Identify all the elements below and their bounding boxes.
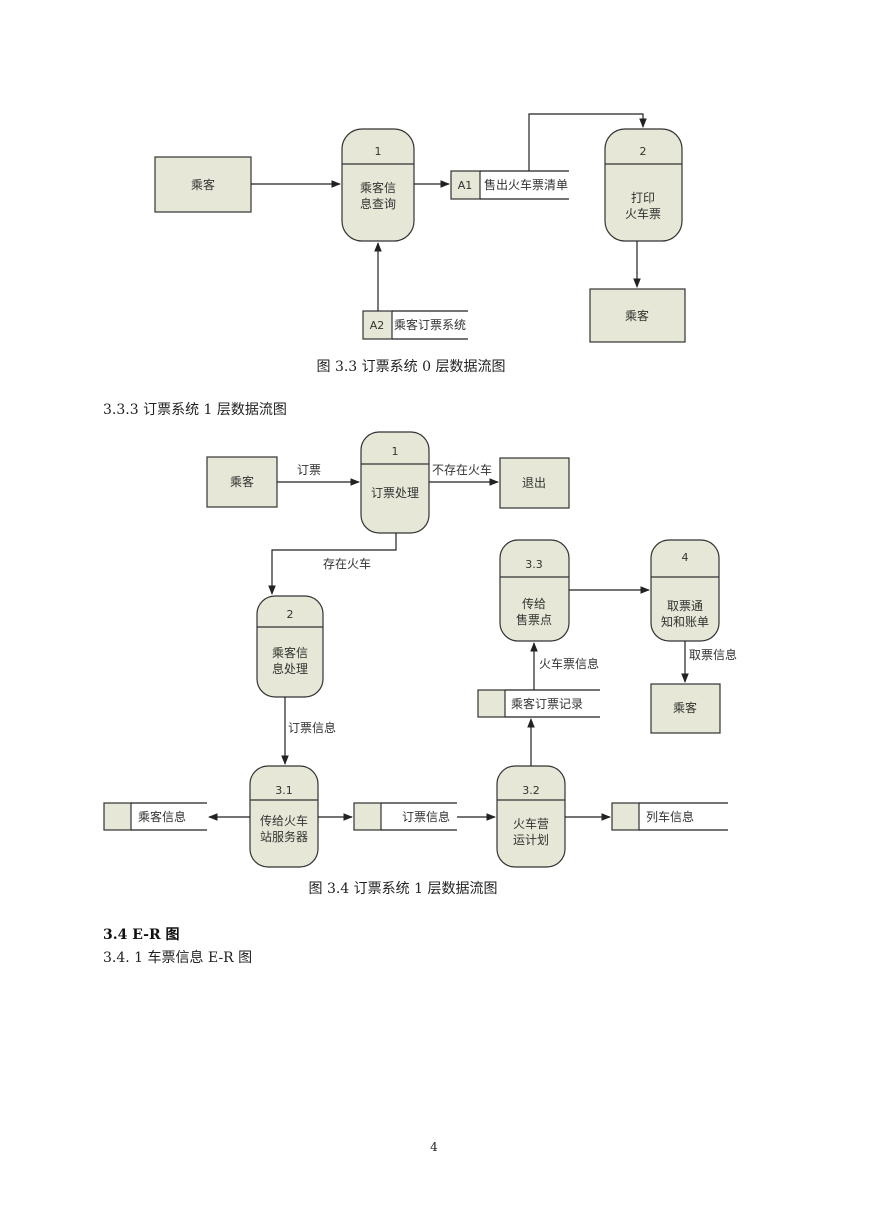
- entity-exit: 退出: [499, 457, 570, 509]
- store-a1: A1 售出火车票清单: [450, 170, 569, 200]
- entity-passenger-output: 乘客: [589, 288, 686, 343]
- process-2-number: 2: [640, 145, 647, 158]
- l1-process-3-3-label-line2: 售票点: [516, 612, 552, 627]
- flow-order-info-label: 订票信息: [288, 720, 336, 735]
- l1-process-3-1-label-line2: 站服务器: [260, 829, 308, 844]
- flow-no-train-label: 不存在火车: [432, 462, 492, 477]
- flow-order-label: 订票: [297, 463, 321, 477]
- flow-has-train-label: 存在火车: [323, 556, 371, 571]
- store-a2: A2 乘客订票系统: [362, 310, 468, 340]
- store-passenger-info: 乘客信息: [103, 802, 207, 831]
- entity-passenger-in-label: 乘客: [230, 474, 254, 489]
- process-2-print: 2 打印 火车票: [604, 128, 683, 242]
- dfd-level0: 乘客 1 乘客信 息查询 A1 售出火车票清单 2 打印 火车票: [154, 113, 686, 375]
- store-a1-label: 售出火车票清单: [484, 177, 568, 192]
- process-2-passenger-info: 2 乘客信 息处理: [256, 595, 324, 698]
- l1-process-1-label: 订票处理: [371, 486, 419, 500]
- figure-3-4-caption: 图 3.4 订票系统 1 层数据流图: [309, 881, 498, 897]
- l1-process-1-number: 1: [392, 445, 399, 458]
- store-passenger-order-record: 乘客订票记录: [477, 689, 600, 718]
- l1-process-4-label-line2: 知和账单: [661, 615, 709, 629]
- store-a1-id: A1: [458, 179, 473, 192]
- l1-process-3-2-number: 3.2: [522, 784, 540, 797]
- flow-order-to-p2: [268, 533, 397, 595]
- store-a2-label: 乘客订票系统: [394, 317, 466, 332]
- process-1-order: 1 订票处理: [360, 431, 430, 534]
- entity-passenger-in: 乘客: [206, 456, 278, 508]
- process-1-label-line2: 息查询: [360, 196, 396, 211]
- flow-pickup-info-label: 取票信息: [689, 647, 737, 662]
- section-3-3-3-heading: 3.3.3 订票系统 1 层数据流图: [103, 402, 287, 418]
- store-a2-id: A2: [370, 319, 385, 332]
- process-3-2: 3.2 火车营 运计划: [496, 765, 566, 868]
- figure-3-3-caption: 图 3.3 订票系统 0 层数据流图: [317, 359, 506, 375]
- process-4: 4 取票通 知和账单: [650, 539, 720, 642]
- l1-process-3-1-number: 3.1: [275, 784, 293, 797]
- process-2-label-line2: 火车票: [625, 206, 661, 221]
- entity-exit-label: 退出: [522, 476, 546, 490]
- l1-process-3-2-label-line1: 火车营: [513, 816, 549, 831]
- entity-passenger: 乘客: [154, 156, 252, 213]
- store-passenger-order-record-label: 乘客订票记录: [511, 696, 583, 711]
- store-train-info-label: 列车信息: [646, 809, 694, 824]
- l1-process-3-2-label-line2: 运计划: [513, 833, 549, 847]
- dfd-level1: 乘客 1 订票处理 退出 2 乘客信 息处理 3.1 传给火车 站: [103, 431, 737, 897]
- section-3-4-heading: 3.4 E-R 图: [103, 927, 179, 943]
- store-order-info-label: 订票信息: [402, 809, 450, 824]
- page-number: 4: [430, 1140, 438, 1154]
- process-1-label-line1: 乘客信: [360, 180, 396, 195]
- l1-process-2-label-line2: 息处理: [272, 661, 308, 676]
- entity-passenger-out: 乘客: [650, 683, 721, 734]
- flow-ticket-info-label: 火车票信息: [539, 656, 599, 671]
- entity-passenger-output-label: 乘客: [625, 308, 649, 323]
- process-2-label-line1: 打印: [631, 191, 655, 205]
- process-3-3: 3.3 传给 售票点: [499, 539, 570, 642]
- l1-process-4-number: 4: [682, 551, 689, 564]
- flow-a1-to-p2: [528, 113, 647, 171]
- process-1-query: 1 乘客信 息查询: [341, 128, 415, 242]
- store-order-info: 订票信息: [353, 802, 457, 831]
- l1-process-3-3-label-line1: 传给: [522, 596, 546, 611]
- l1-process-2-label-line1: 乘客信: [272, 645, 308, 660]
- l1-process-3-1-label-line1: 传给火车: [260, 813, 308, 828]
- process-3-1: 3.1 传给火车 站服务器: [249, 765, 319, 868]
- store-train-info: 列车信息: [611, 802, 728, 831]
- l1-process-3-3-number: 3.3: [525, 558, 543, 571]
- entity-passenger-out-label: 乘客: [673, 700, 697, 715]
- section-3-4-1-heading: 3.4. 1 车票信息 E-R 图: [103, 949, 252, 966]
- l1-process-4-label-line1: 取票通: [667, 599, 703, 613]
- l1-process-2-number: 2: [287, 608, 294, 621]
- entity-passenger-label: 乘客: [191, 177, 215, 192]
- process-1-number: 1: [375, 145, 382, 158]
- store-passenger-info-label: 乘客信息: [138, 809, 186, 824]
